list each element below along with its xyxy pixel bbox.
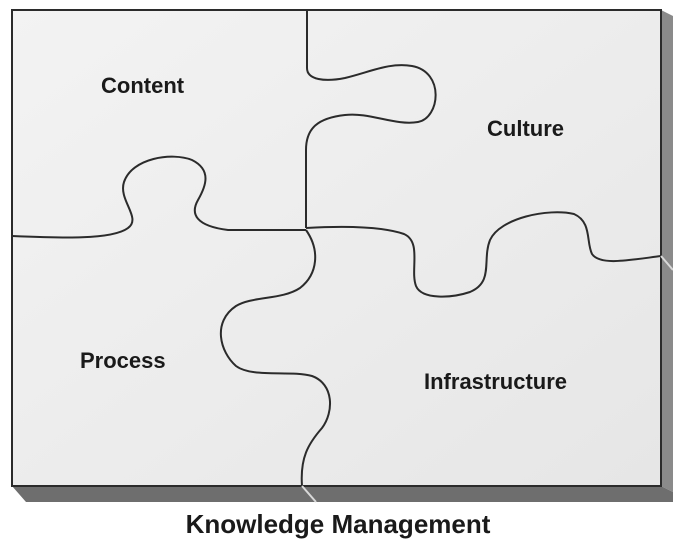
puzzle-face bbox=[11, 9, 662, 487]
diagram-caption: Knowledge Management bbox=[186, 509, 491, 539]
slab-seam-right bbox=[660, 255, 673, 271]
seam-process-infrastructure bbox=[220, 229, 332, 487]
process-piece-label: Process bbox=[80, 348, 166, 373]
seam-content-process bbox=[11, 155, 306, 239]
seam-content-culture bbox=[305, 10, 437, 228]
seam-culture-infrastructure bbox=[305, 211, 662, 298]
infrastructure-piece-label: Infrastructure bbox=[424, 369, 567, 394]
content-piece-label: Content bbox=[101, 73, 185, 98]
slab-seam-bottom bbox=[301, 485, 317, 503]
slab-bottom-side bbox=[12, 486, 673, 502]
slab-right-side bbox=[661, 10, 673, 492]
culture-piece-label: Culture bbox=[487, 116, 564, 141]
